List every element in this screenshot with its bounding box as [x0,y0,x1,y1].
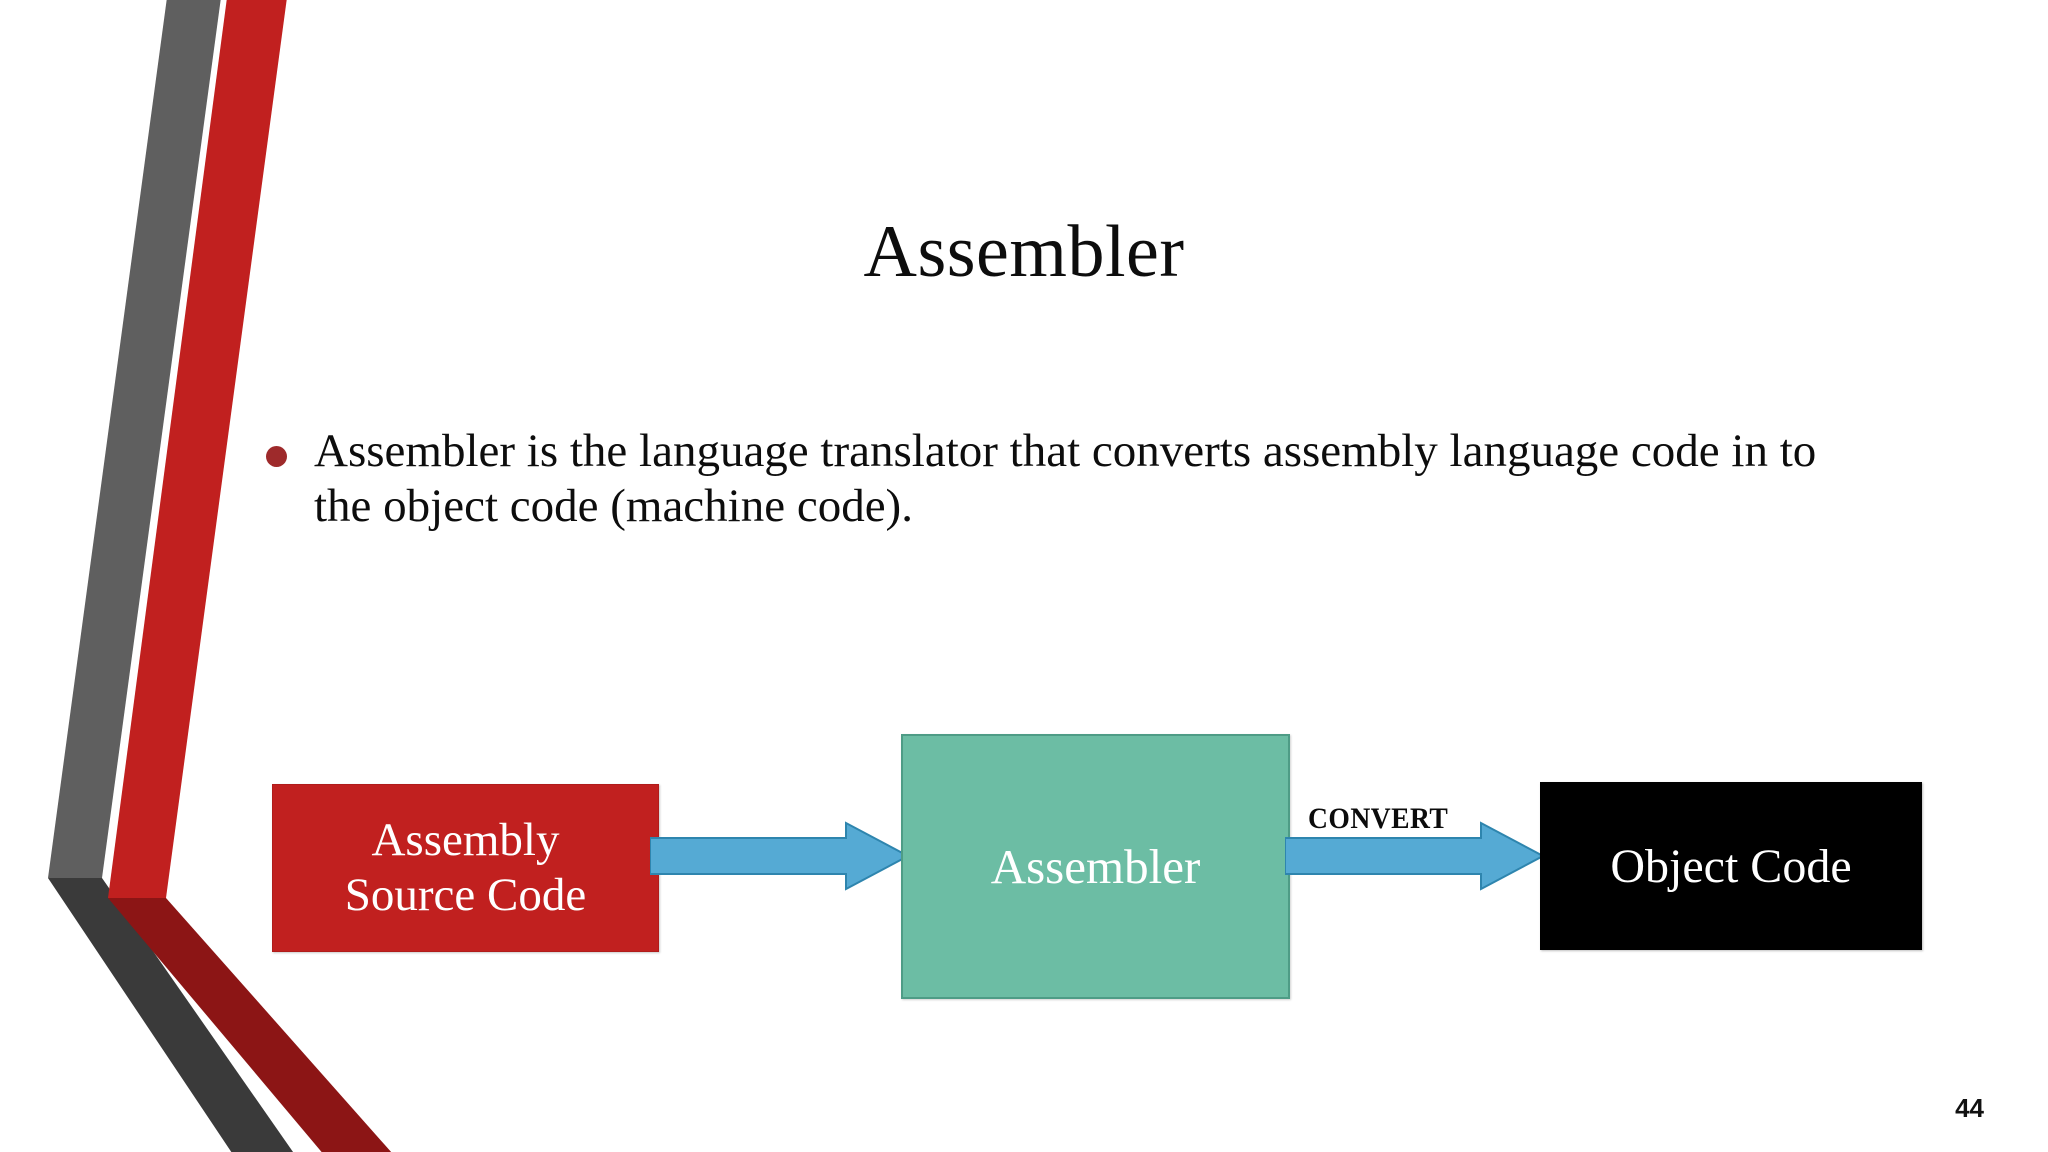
page-title: Assembler [863,211,1185,293]
diagram-arrow-assembler-to-object [1285,821,1545,891]
body-content: Assembler is the language translator tha… [262,424,1822,535]
diagram-node-assembler: Assembler [901,734,1290,999]
bullet-text: Assembler is the language translator tha… [314,425,1817,533]
bullet-dot-icon [266,446,287,467]
diagram-node-source-label: Assembly Source Code [344,813,587,921]
diagram-node-object-label: Object Code [1610,839,1852,893]
diagram-node-object-code: Object Code [1540,782,1922,950]
page-number: 44 [1955,1093,1984,1123]
diagram-node-assembly-source-code: Assembly Source Code [272,784,659,952]
diagram-edge-label-convert: CONVERT [1308,802,1449,835]
diagram-arrow-source-to-assembler [650,821,910,891]
list-item: Assembler is the language translator tha… [262,424,1822,535]
diagram-node-assembler-label: Assembler [990,839,1201,894]
